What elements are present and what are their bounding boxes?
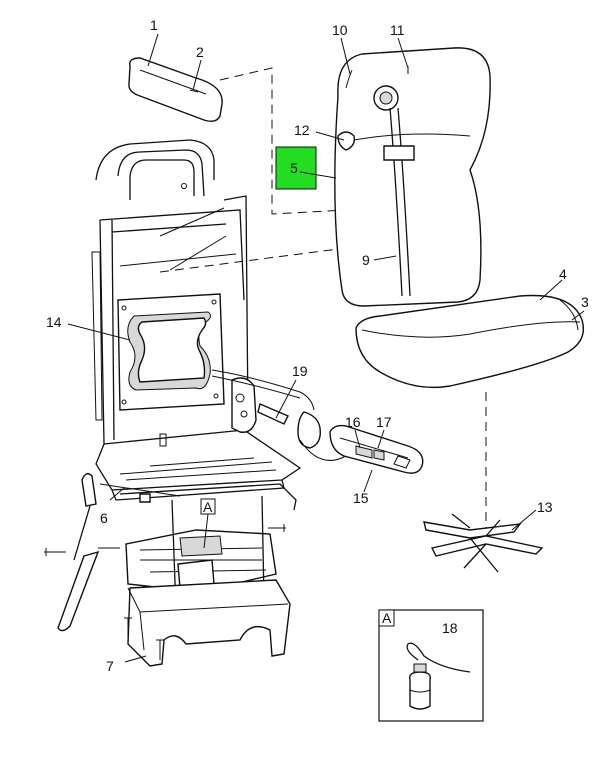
callout-1[interactable]: 1 <box>150 17 158 33</box>
seat-frame[interactable] <box>91 139 302 501</box>
slide-rails[interactable] <box>423 513 544 573</box>
callout-5-highlight[interactable] <box>275 146 317 190</box>
callout-16[interactable]: 16 <box>345 414 361 430</box>
detail-marker-box <box>200 498 216 515</box>
armrest-handle[interactable] <box>329 424 424 474</box>
headrest[interactable] <box>128 57 223 123</box>
detail-inset-label: A <box>382 610 392 626</box>
callout-15[interactable]: 15 <box>353 490 369 506</box>
callout-14[interactable]: 14 <box>46 314 62 330</box>
callout-18[interactable]: 18 <box>442 620 458 636</box>
callout-2[interactable]: 2 <box>196 44 204 60</box>
detail-inset-a[interactable] <box>378 609 484 722</box>
callout-10[interactable]: 10 <box>332 22 348 38</box>
callout-6[interactable]: 6 <box>100 510 108 526</box>
seat-bottom-cushion[interactable] <box>355 294 585 389</box>
callout-13[interactable]: 13 <box>537 499 553 515</box>
callout-3[interactable]: 3 <box>581 294 589 310</box>
callout-4[interactable]: 4 <box>559 266 567 282</box>
callout-19[interactable]: 19 <box>292 363 308 379</box>
callout-7[interactable]: 7 <box>106 658 114 674</box>
callout-17[interactable]: 17 <box>376 414 392 430</box>
callout-12[interactable]: 12 <box>294 122 310 138</box>
callout-5[interactable]: 5 <box>290 160 298 176</box>
pneumatic-cable[interactable] <box>211 369 347 461</box>
seat-base[interactable] <box>44 473 297 667</box>
callout-numbers: 1 2 3 4 5 6 7 9 10 11 12 13 14 15 16 17 … <box>46 17 589 674</box>
detail-marker-label: A <box>203 499 213 515</box>
seat-back-cushion[interactable] <box>334 47 491 307</box>
callout-11[interactable]: 11 <box>390 22 405 38</box>
callout-9[interactable]: 9 <box>362 252 370 268</box>
